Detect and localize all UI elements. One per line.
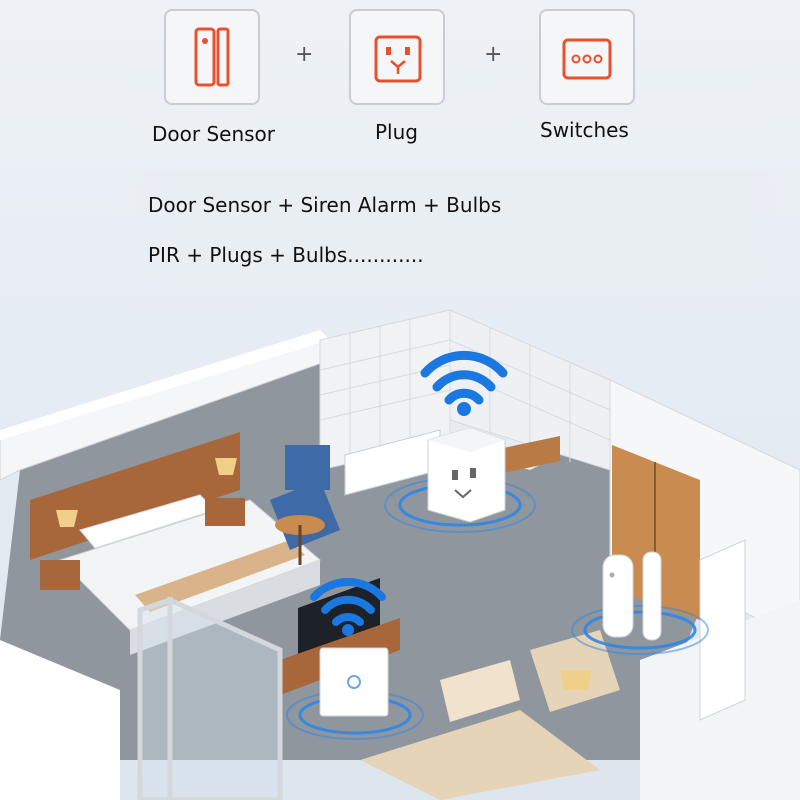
door-sensor-icon bbox=[194, 27, 230, 87]
combo-line-2: PIR + Plugs + Bulbs............ bbox=[148, 243, 424, 267]
door-sensor-card bbox=[164, 9, 260, 105]
door-sensor-device bbox=[602, 551, 662, 641]
wifi-icon bbox=[420, 350, 508, 405]
plug-icon bbox=[374, 35, 422, 83]
switches-label: Switches bbox=[540, 118, 629, 142]
smart-plug-device bbox=[427, 427, 506, 523]
plus-sign-2: + bbox=[484, 42, 503, 67]
door-sensor-label: Door Sensor bbox=[152, 122, 276, 146]
wifi-icon-2 bbox=[310, 577, 386, 626]
switches-card bbox=[539, 9, 635, 105]
plug-label: Plug bbox=[375, 120, 418, 144]
plus-sign-1: + bbox=[295, 42, 314, 67]
combo-line-1: Door Sensor + Siren Alarm + Bulbs bbox=[148, 193, 502, 217]
smart-switch-device bbox=[319, 647, 389, 717]
plug-card bbox=[349, 9, 445, 105]
smart-home-apartment-illustration bbox=[0, 309, 800, 800]
combo-panel bbox=[110, 170, 800, 285]
switch-icon bbox=[562, 38, 612, 80]
